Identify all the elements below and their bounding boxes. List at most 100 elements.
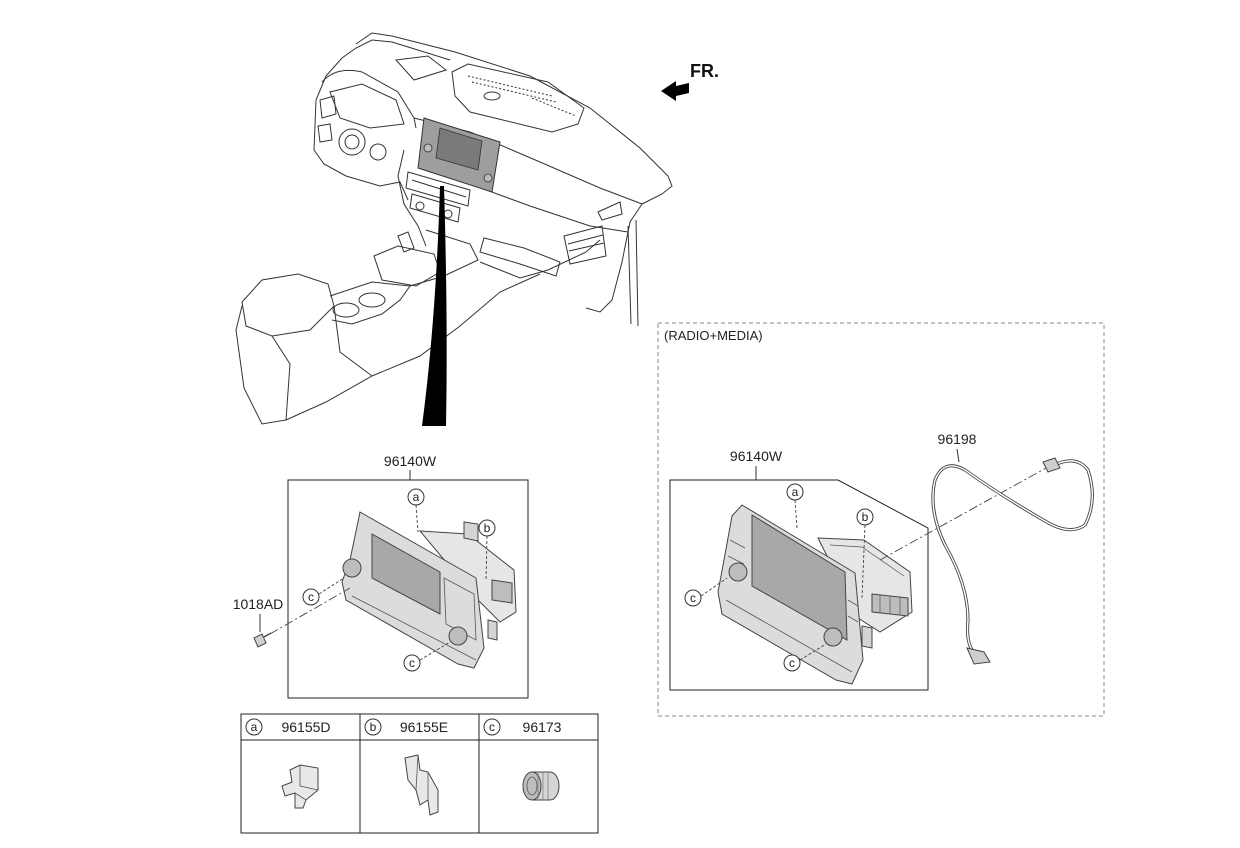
knob-c-face <box>526 776 538 796</box>
head-unit-highlight-knob-right <box>483 173 493 183</box>
usb-connector-top-icon <box>1042 457 1061 473</box>
radio-callout-b[interactable]: b <box>856 508 874 526</box>
climate-knob-left <box>415 201 425 211</box>
standard-unit-knob-left <box>342 558 362 578</box>
callout-a-leader <box>415 504 419 533</box>
radio-media-title: (RADIO+MEDIA) <box>664 328 763 343</box>
floor-trim <box>479 239 601 279</box>
cluster-hood <box>321 69 417 129</box>
start-button <box>369 143 387 161</box>
bracket-b-icon <box>404 754 439 816</box>
table-key-c: c <box>489 720 495 734</box>
radio-media-side-buttons <box>725 539 859 673</box>
a-pillar-trim <box>627 219 639 327</box>
shift-knob <box>397 231 415 253</box>
standard-unit-button-strip <box>351 577 477 661</box>
dash-top-rear-edge <box>355 32 673 205</box>
dashboard-illustration <box>235 32 673 425</box>
left-vent-upper <box>319 95 337 119</box>
standard-unit-part-number[interactable]: 96140W <box>384 453 437 469</box>
screw-shaft <box>263 632 272 638</box>
table-part-number-b[interactable]: 96155E <box>400 719 448 735</box>
cluster-face <box>329 83 405 129</box>
left-end-panel <box>313 75 347 177</box>
table-key-c-ring <box>483 718 501 736</box>
steering-column <box>338 128 366 156</box>
table-part-number-c[interactable]: 96173 <box>523 719 562 735</box>
radio-callout-c-left-ring <box>684 589 702 607</box>
standard-unit-knob-right <box>448 626 468 646</box>
table-part-number-a[interactable]: 96155D <box>281 719 330 735</box>
screw-group: 1018AD <box>233 596 284 648</box>
callout-c-left-ring <box>302 588 320 606</box>
cable-connection-leader <box>879 467 1047 561</box>
radio-media-unit-part-number[interactable]: 96140W <box>730 448 783 464</box>
table-key-b-ring <box>364 718 382 736</box>
radio-callout-c-right-letter: c <box>789 656 795 670</box>
front-direction-indicator: FR. <box>661 61 719 101</box>
left-vent-lower <box>317 123 333 143</box>
radio-callout-c-left-letter: c <box>690 591 696 605</box>
callout-b-letter: b <box>484 521 491 535</box>
right-end-panel <box>585 203 643 313</box>
bracket-b-detail <box>415 754 429 800</box>
dash-speaker <box>483 91 501 101</box>
console-side <box>285 273 541 421</box>
usb-cable-outline <box>931 459 1094 651</box>
cup-holder-2 <box>358 292 386 308</box>
radio-callout-c1-leader <box>700 577 728 597</box>
center-stack-side <box>397 149 427 247</box>
radio-media-knob-left <box>728 562 748 582</box>
steering-column-inner <box>344 134 360 150</box>
head-unit-highlight-knob-left <box>423 143 433 153</box>
climate-knob-right <box>443 209 453 219</box>
radio-callout-a-ring <box>786 483 804 501</box>
knob-c-ridges <box>537 772 549 800</box>
parts-table-col-a[interactable]: a 96155D <box>245 718 331 809</box>
radio-callout-b-leader <box>861 524 866 599</box>
standard-unit-bottom-bracket <box>487 619 498 641</box>
cable-part-number[interactable]: 96198 <box>938 431 977 447</box>
radio-callout-a[interactable]: a <box>786 483 804 501</box>
standard-unit-screen <box>371 533 441 615</box>
passenger-vent <box>563 225 607 265</box>
table-key-a-ring <box>245 718 263 736</box>
highlighted-head-unit[interactable] <box>417 117 501 193</box>
callout-c-left[interactable]: c <box>302 588 320 606</box>
parts-table-col-b[interactable]: b 96155E <box>364 718 448 816</box>
pointer-arrow <box>422 186 447 426</box>
callout-c-right[interactable]: c <box>403 654 421 672</box>
callout-b[interactable]: b <box>478 519 496 537</box>
radio-callout-c-left[interactable]: c <box>684 589 702 607</box>
dash-top-front-edge <box>325 39 451 77</box>
radio-callout-c-right[interactable]: c <box>783 654 801 672</box>
usb-cable[interactable] <box>931 457 1094 665</box>
radio-callout-a-leader <box>794 499 798 529</box>
callout-c2-leader <box>419 641 451 661</box>
parts-table-col-c[interactable]: c 96173 <box>483 718 562 801</box>
callout-c-right-letter: c <box>409 656 415 670</box>
center-console-front <box>409 229 479 287</box>
radio-media-bottom-bracket <box>861 625 873 649</box>
screw-part-number[interactable]: 1018AD <box>233 596 284 612</box>
bracket-a-detail <box>294 765 319 801</box>
cup-holder-1 <box>332 302 360 318</box>
callout-a[interactable]: a <box>407 488 425 506</box>
console-lower-edge <box>333 305 373 377</box>
radio-callout-c-right-ring <box>783 654 801 672</box>
center-vents <box>405 171 471 207</box>
radio-media-screen <box>751 514 848 641</box>
callout-b-leader <box>485 535 488 581</box>
usb-connector-bottom-icon <box>966 647 991 665</box>
console-top <box>329 281 411 325</box>
standard-unit-connector <box>491 579 513 604</box>
radio-callout-b-letter: b <box>862 510 869 524</box>
callout-c-right-ring <box>403 654 421 672</box>
knob-c-icon <box>522 771 542 801</box>
dash-center-pad <box>451 63 585 133</box>
head-unit-highlight-screen <box>435 127 483 171</box>
standard-unit-frame <box>287 479 529 699</box>
radio-callout-a-letter: a <box>792 485 799 499</box>
fascia-lower <box>469 183 629 233</box>
